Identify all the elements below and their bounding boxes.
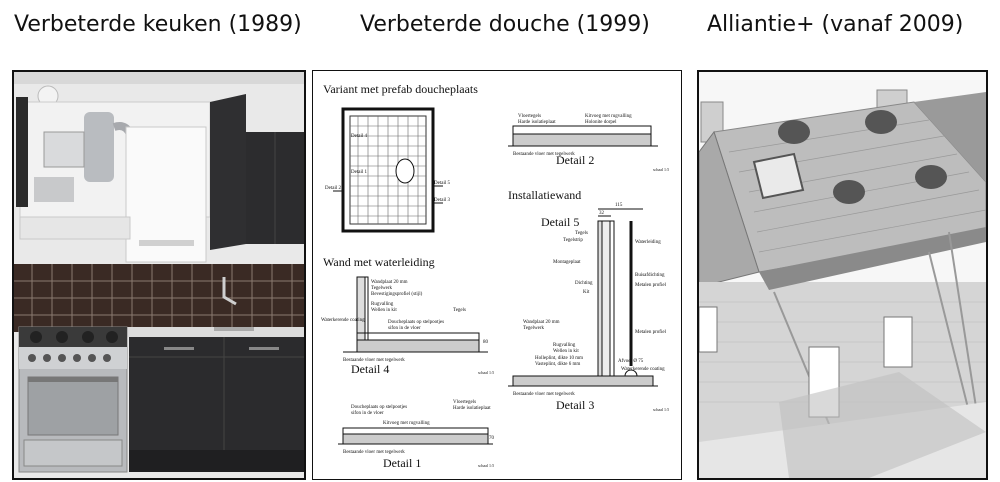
d5-metalen1: Metalen profiel: [635, 283, 667, 288]
d1-vloertegels: Vloertegels: [453, 400, 476, 405]
detail4-title: Detail 4: [351, 362, 389, 376]
d5-montageplaat: Montageplaat: [553, 260, 581, 265]
d1-kitvoeg: Kitvoeg met rugvalling: [383, 421, 430, 426]
d2-isolatie: Harde isolatieplaat: [518, 120, 556, 125]
d5-kit: Kit: [583, 290, 590, 295]
plan-label-detail1: Detail 1: [351, 170, 367, 175]
detail1-title: Detail 1: [383, 456, 421, 470]
d1-scale: schaal 1:5: [478, 463, 494, 468]
detail1-drawing: Doucheplaats op stelpootjes sifon in de …: [338, 400, 495, 470]
d5-holleplint: Holleplint, dikte 10 mm: [535, 356, 583, 361]
detail5-title: Detail 5: [541, 215, 579, 229]
d1-dim70: 70: [489, 436, 495, 441]
d4-waterkerende: Waterkerende coating: [321, 318, 365, 323]
d5-metalen2: Metalen profiel: [635, 330, 667, 335]
d5-waterleiding: Waterleiding: [635, 240, 661, 245]
d2-bestaande: Bestaande vloer met tegelwerk: [513, 152, 575, 157]
d5-dim32: 32: [599, 211, 605, 216]
d5-rugvalling: Rugvalling: [553, 343, 576, 348]
d4-rugvalling: Rugvalling: [371, 302, 394, 307]
d4-bevestiging: Bevestigingsprofiel (stijl): [371, 292, 423, 297]
detail5-drawing: 115 32 Tegels Tegelstrip Waterleiding Mo…: [508, 203, 669, 412]
d5-dichting: Dichting: [575, 281, 593, 286]
d4-dim80: 80: [483, 340, 489, 345]
d4-wellen: Wellen in kit: [371, 308, 397, 313]
caption-shower: Verbeterde douche (1999): [360, 12, 650, 37]
d4-bestaande: Bestaande vloer met tegelwerk: [343, 358, 405, 363]
d5-bestaande: Bestaande vloer met tegelwerk: [513, 392, 575, 397]
d1-doucheplaats: Doucheplaats op stelpootjes: [351, 405, 407, 410]
d2-dorpel: Holonite dorpel: [585, 120, 617, 125]
caption-alliance: Alliantie+ (vanaf 2009): [707, 12, 964, 37]
d1-bestaande: Bestaande vloer met tegelwerk: [343, 450, 405, 455]
d4-sifon: sifon in de vloer: [388, 326, 421, 331]
d5-vasteplint: Vasteplint, dikte 6 mm: [535, 362, 580, 367]
d5-wandplaat: Wandplaat 20 mm: [523, 320, 560, 325]
d4-scale: schaal 1:5: [478, 370, 494, 375]
prefab-plan: Detail 4 Detail 1 Detail 2 Detail 5 Deta…: [325, 107, 450, 233]
d1-isolatie: Harde isolatieplaat: [453, 406, 491, 411]
plan-label-detail5: Detail 5: [434, 181, 450, 186]
detail4-drawing: Wandplaat 20 mm Tegelwerk Bevestigingspr…: [321, 276, 494, 376]
caption-kitchen: Verbeterde keuken (1989): [14, 12, 302, 37]
detail2-drawing: Vloertegels Harde isolatieplaat Kitvoeg …: [508, 114, 669, 172]
kitchen-illustration: [14, 72, 304, 478]
d2-kitvoeg: Kitvoeg met rugvalling: [585, 114, 632, 119]
detail2-title: Detail 2: [556, 153, 594, 167]
d5-waterkerende: Waterkerende coating: [621, 367, 665, 372]
d5-buisafdichting: Buisafdichting: [635, 273, 665, 278]
section-prefab-title: Variant met prefab doucheplaats: [323, 82, 478, 96]
d5-tegelwerk: Tegelwerk: [523, 326, 545, 331]
section-install-title: Installatiewand: [508, 188, 581, 202]
d5-afvoer: Afvoer Ø 75: [618, 359, 644, 364]
d5-wellen: Wellen in kit: [553, 349, 579, 354]
d5-dim115: 115: [615, 203, 623, 208]
shower-technical-drawing: Variant met prefab doucheplaats Detail 4…: [313, 71, 681, 479]
d4-wandplaat: Wandplaat 20 mm: [371, 280, 408, 285]
d5-tegelstrip: Tegelstrip: [563, 238, 583, 243]
d3-scale: schaal 1:5: [653, 407, 669, 412]
d5-tegels: Tegels: [575, 231, 588, 236]
section-wall-title: Wand met waterleiding: [323, 255, 435, 269]
plan-label-detail4: Detail 4: [351, 134, 367, 139]
roof-renovation-illustration: [699, 72, 986, 478]
d2-scale: schaal 1:5: [653, 167, 669, 172]
d1-sifon: sifon in de vloer: [351, 411, 384, 416]
alliance-render: [697, 70, 988, 480]
d4-tegels: Tegels: [453, 308, 466, 313]
d4-doucheplaats: Doucheplaats op stelpootjes: [388, 320, 444, 325]
plan-label-detail3: Detail 3: [434, 198, 450, 203]
detail3-title: Detail 3: [556, 398, 594, 412]
d2-vloertegels: Vloertegels: [518, 114, 541, 119]
d4-tegelwerk: Tegelwerk: [371, 286, 393, 291]
shower-drawing: Variant met prefab doucheplaats Detail 4…: [312, 70, 682, 480]
kitchen-photo: [12, 70, 306, 480]
plan-label-detail2: Detail 2: [325, 186, 341, 191]
